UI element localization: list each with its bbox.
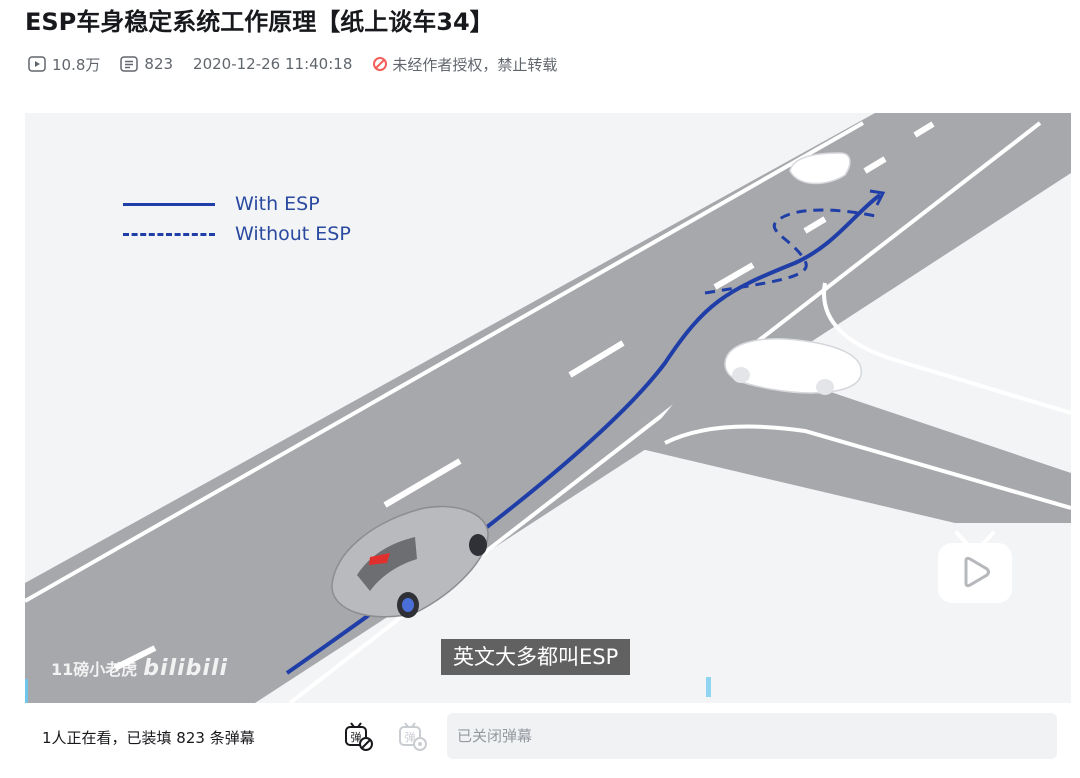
danmaku-settings-icon[interactable]: 弹 bbox=[397, 721, 427, 751]
white-car-far bbox=[789, 152, 851, 185]
danmaku-count-icon bbox=[120, 56, 139, 72]
legend-item-with-esp: With ESP bbox=[123, 189, 351, 219]
danmaku-toggle-icon[interactable]: 弹 bbox=[343, 721, 373, 751]
solid-line-swatch bbox=[123, 202, 215, 206]
view-count-value: 10.8万 bbox=[52, 55, 101, 74]
watermark-brand: bilibili bbox=[143, 656, 229, 681]
progress-marker bbox=[706, 677, 711, 697]
danmaku-count-value: 823 bbox=[144, 55, 174, 73]
chart-legend: With ESP Without ESP bbox=[123, 189, 351, 249]
esp-path-dashed bbox=[704, 208, 881, 295]
danmaku-count: 823 bbox=[120, 55, 173, 73]
svg-text:弹: 弹 bbox=[351, 730, 362, 744]
white-car-mid bbox=[724, 338, 862, 395]
main-road bbox=[25, 113, 1071, 703]
danmaku-input[interactable]: 已关闭弹幕 bbox=[447, 713, 1057, 759]
play-count-icon bbox=[28, 56, 46, 72]
video-frame bbox=[25, 113, 1071, 703]
silver-car bbox=[331, 505, 489, 618]
legend-label-without-esp: Without ESP bbox=[235, 223, 351, 245]
video-player[interactable]: With ESP Without ESP 英文大多都叫ESP 11磅小老虎 bil… bbox=[25, 113, 1071, 703]
copyright-notice: 未经作者授权，禁止转载 bbox=[372, 54, 557, 75]
svg-text:弹: 弹 bbox=[405, 730, 416, 744]
bilibili-tv-logo[interactable] bbox=[935, 527, 1015, 605]
uploader-watermark: 11磅小老虎 bilibili bbox=[51, 656, 228, 681]
legend-item-without-esp: Without ESP bbox=[123, 219, 351, 249]
publish-time-value: 2020-12-26 11:40:18 bbox=[193, 55, 353, 73]
viewer-count-text: 1人正在看，已装填 823 条弹幕 bbox=[42, 729, 255, 747]
no-reprint-icon bbox=[373, 57, 388, 71]
watermark-author: 11磅小老虎 bbox=[51, 660, 138, 679]
dashed-line-swatch bbox=[123, 232, 215, 236]
legend-label-with-esp: With ESP bbox=[235, 193, 320, 215]
video-title: ESP车身稳定系统工作原理【纸上谈车34】 bbox=[25, 8, 494, 36]
copyright-notice-text: 未经作者授权，禁止转载 bbox=[392, 55, 558, 74]
publish-time: 2020-12-26 11:40:18 bbox=[193, 55, 352, 73]
view-count: 10.8万 bbox=[28, 54, 100, 75]
video-meta: 10.8万 823 2020-12-26 11:40:18 未经作者授权，禁止转… bbox=[28, 53, 577, 75]
progress-indicator bbox=[25, 679, 28, 703]
danmaku-bar: 1人正在看，已装填 823 条弹幕 弹 弹 已关闭弹幕 bbox=[25, 703, 1071, 769]
side-road bbox=[637, 353, 1071, 523]
video-subtitle: 英文大多都叫ESP bbox=[441, 639, 631, 675]
